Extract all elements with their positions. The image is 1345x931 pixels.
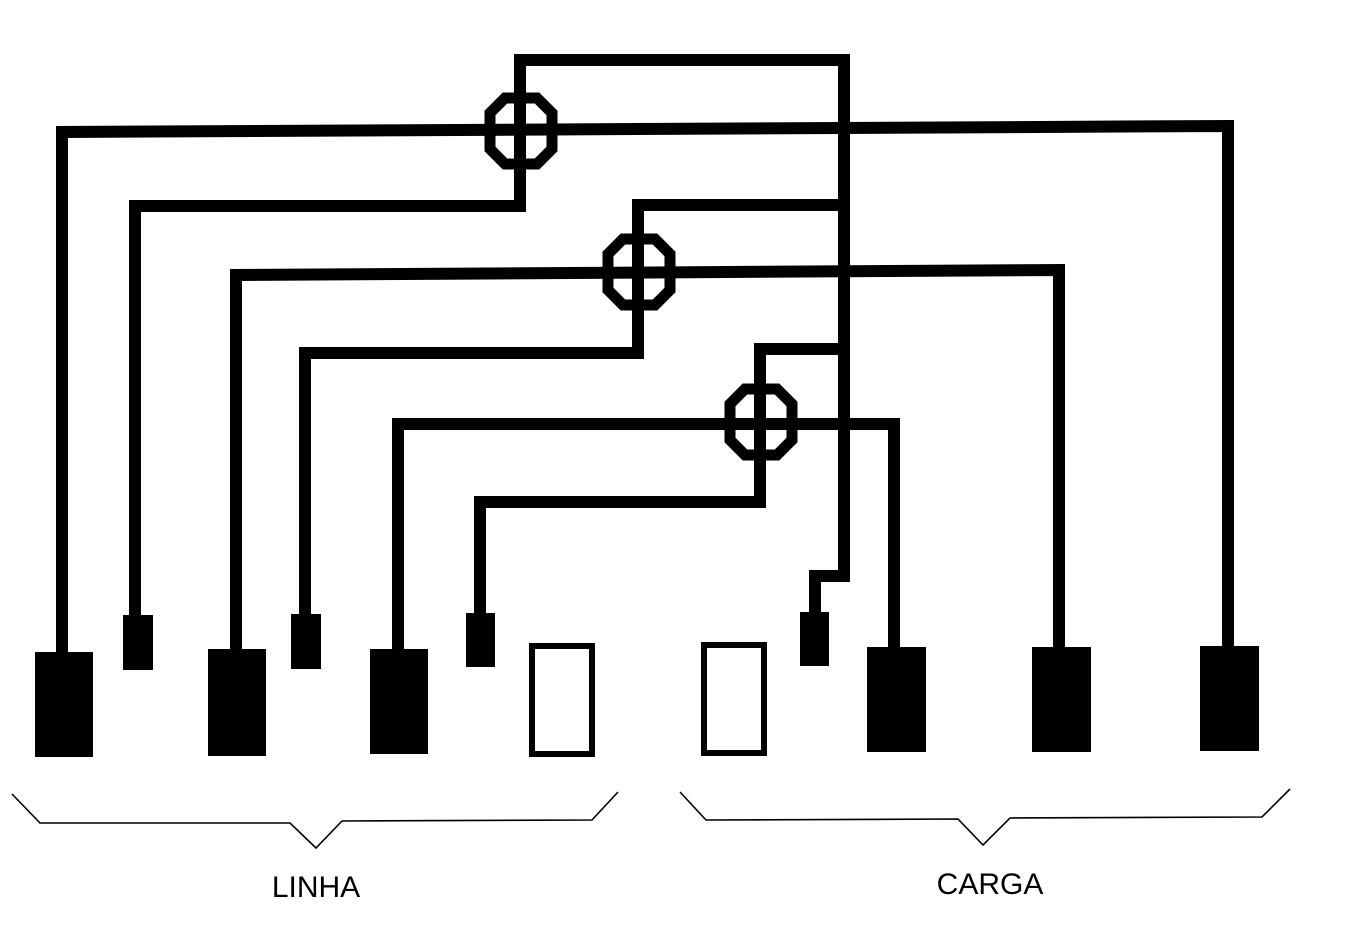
line-potential-terminal-1 <box>123 615 153 670</box>
phase-3-wire <box>392 418 900 649</box>
line-group-label: LINHA <box>272 871 360 904</box>
phase-1-wire <box>56 119 1234 652</box>
line-terminal-2 <box>208 649 266 756</box>
potential-lead-3 <box>474 343 844 613</box>
line-neutral-terminal <box>529 643 595 757</box>
group-braces <box>11 788 1291 850</box>
load-terminal-1 <box>867 647 926 752</box>
current-transformer-2 <box>602 233 676 311</box>
wires <box>56 54 1234 652</box>
current-transformers <box>484 92 798 461</box>
potential-lead-1 <box>129 54 850 615</box>
line-potential-terminal-3 <box>466 613 495 667</box>
load-terminals <box>701 612 1259 756</box>
load-group-label: CARGA <box>937 868 1044 901</box>
load-terminal-2 <box>1032 647 1091 752</box>
line-terminal-1 <box>35 652 93 757</box>
line-terminal-3 <box>370 649 428 754</box>
load-terminal-3 <box>1200 646 1259 751</box>
current-transformer-1 <box>484 92 558 170</box>
load-group-brace <box>679 788 1291 847</box>
load-neutral-terminal <box>701 642 767 756</box>
line-group-brace <box>11 791 619 850</box>
line-potential-terminal-2 <box>291 614 321 669</box>
current-transformer-3 <box>724 383 798 461</box>
line-terminals <box>35 613 595 757</box>
potential-lead-2 <box>299 199 844 614</box>
load-potential-terminal <box>800 612 829 666</box>
phase-2-wire <box>230 263 1065 649</box>
